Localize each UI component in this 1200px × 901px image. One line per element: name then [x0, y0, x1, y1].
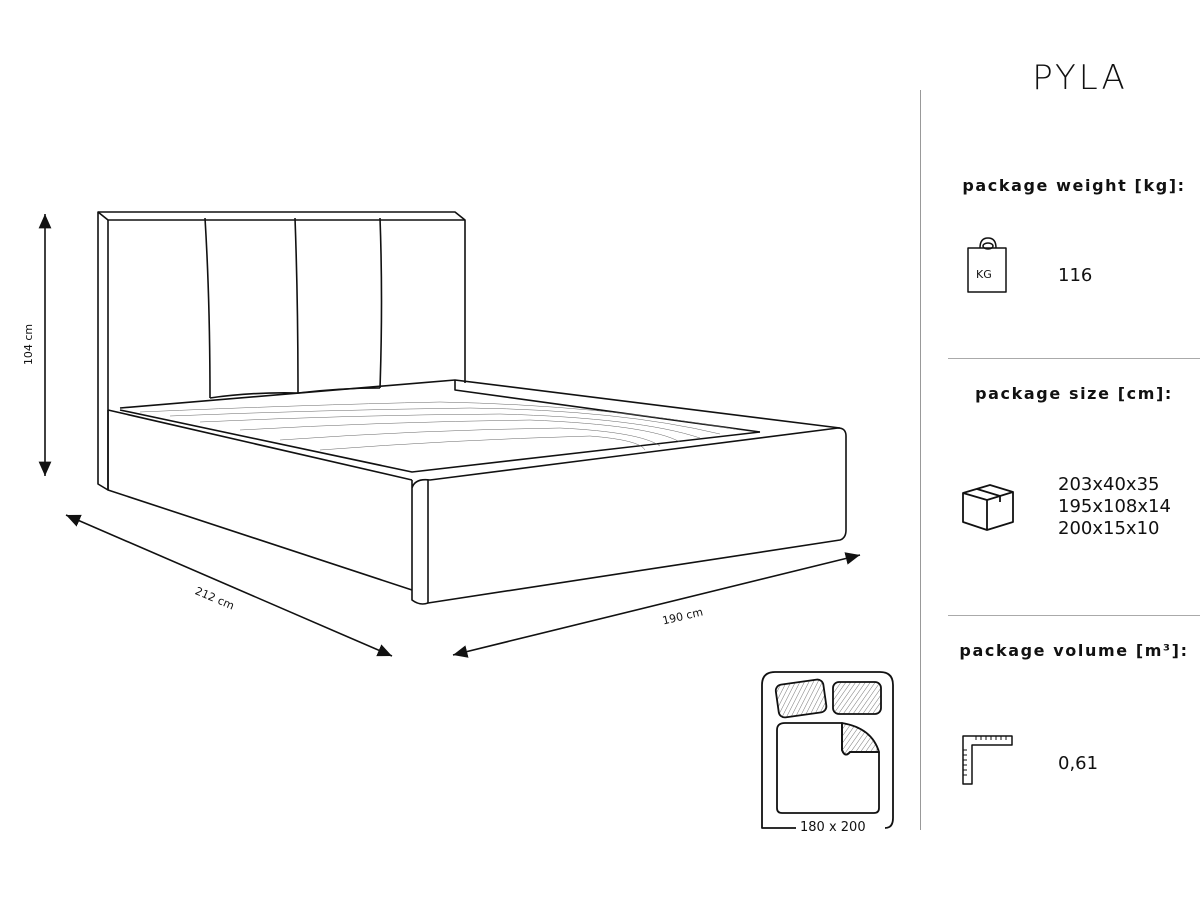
weight-value: 116	[1058, 265, 1093, 286]
weight-icon-text: KG	[976, 268, 992, 281]
size-value-2: 195x108x14	[1058, 496, 1171, 517]
size-value-1: 203x40x35	[1058, 474, 1160, 495]
mattress-size-icon	[761, 671, 894, 829]
weight-label: package weight [kg]:	[962, 176, 1186, 195]
headboard	[97, 211, 466, 491]
length-arrow	[65, 514, 393, 657]
volume-label: package volume [m³]:	[959, 641, 1189, 660]
volume-value: 0,61	[1058, 753, 1099, 774]
height-label: 104 cm	[22, 323, 36, 366]
bed-frame	[107, 379, 847, 605]
divider	[948, 615, 1200, 616]
ruler-square-icon	[962, 735, 1013, 785]
vertical-divider	[920, 90, 921, 830]
weight-kg-icon	[967, 237, 1007, 293]
mattress-size-label: 180 x 200	[796, 820, 870, 835]
width-arrow	[452, 552, 861, 658]
size-value-3: 200x15x10	[1058, 518, 1160, 539]
box-icon	[962, 484, 1014, 531]
divider	[948, 358, 1200, 359]
product-title: PYLA	[1032, 58, 1128, 98]
size-label: package size [cm]:	[975, 384, 1173, 403]
